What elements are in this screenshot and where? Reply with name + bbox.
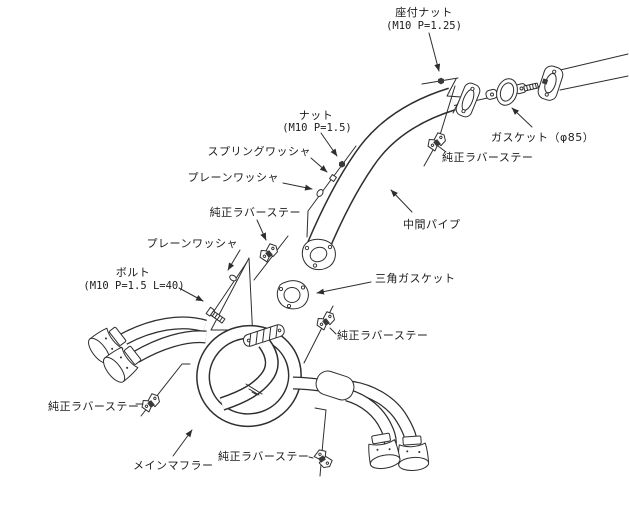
- label-spring-washer: スプリングワッシャ: [208, 144, 312, 158]
- label-stay-mid: 純正ラバーステー: [210, 206, 301, 219]
- rubber-stay-bottom: [312, 446, 335, 471]
- left-branch-pipes: [120, 316, 207, 363]
- label-seat-nut: 座付ナット: [395, 5, 453, 19]
- main-muffler: [84, 316, 430, 472]
- label-nut: ナット: [299, 109, 334, 122]
- label-stay-left: 純正ラバーステー: [48, 400, 139, 413]
- mating-pipe-lower-edge: [559, 75, 629, 91]
- fastener-rod: [306, 145, 357, 238]
- rubber-stay-right: [313, 309, 338, 332]
- leader-bolt: [178, 287, 204, 302]
- stay-bottom-group: [312, 407, 335, 477]
- leader-plain-washer-lower: [227, 249, 241, 271]
- intermediate-pipe-bottom-flange: [301, 238, 336, 271]
- stay-rod-mid: [253, 235, 289, 281]
- label-main-muffler: メインマフラー: [133, 459, 214, 472]
- leader-stay-right: [329, 327, 337, 335]
- leader-main-muffler: [172, 429, 193, 457]
- loop-pipe: [196, 324, 302, 428]
- leader-seat-nut: [428, 32, 441, 72]
- muffler-inlet-flange: [242, 324, 285, 347]
- stay-mid-group: [253, 235, 289, 281]
- label-bolt: ボルト: [116, 266, 151, 279]
- pipe-crossing-hatch: [245, 383, 263, 396]
- rubber-stay-top: [424, 130, 449, 153]
- intermediate-pipe-assembly: [306, 53, 629, 252]
- label-plain-washer-lower: プレーンワッシャ: [147, 237, 238, 250]
- bracket-and-bolt: [205, 257, 253, 331]
- label-nut-spec: (M10 P=1.5): [282, 122, 352, 134]
- bolt-rod: [213, 261, 248, 312]
- leader-triangle-gasket: [316, 281, 372, 295]
- stay-right-group: [303, 305, 338, 364]
- triangle-gasket: [276, 280, 309, 310]
- label-intermediate-pipe: 中間パイプ: [403, 218, 461, 231]
- nut: [339, 160, 345, 168]
- label-seat-nut-spec: (M10 P=1.25): [386, 20, 462, 32]
- intermediate-pipe-top-flange: [455, 82, 481, 118]
- spring-washer: [329, 174, 337, 182]
- inlet-pipe: [219, 338, 279, 411]
- bolt: [205, 306, 226, 324]
- tail-tip-right-rear: [396, 434, 430, 472]
- seat-nut: [438, 77, 444, 85]
- plain-washer-upper: [316, 189, 324, 197]
- leader-gasket-85: [511, 107, 533, 128]
- label-stay-top: 純正ラバーステー: [442, 151, 533, 164]
- stay-rod-top: [423, 85, 456, 167]
- label-stay-right: 純正ラバーステー: [337, 329, 428, 342]
- label-stay-bottom: 純正ラバーステー: [218, 450, 309, 463]
- labels: 座付ナット (M10 P=1.25) ナット (M10 P=1.5) スプリング…: [48, 5, 594, 472]
- leader-intermediate-pipe: [390, 189, 413, 213]
- leader-stay-top: [437, 145, 447, 153]
- mating-pipe-upper-edge: [555, 53, 629, 72]
- label-gasket-85: ガスケット（φ85）: [491, 131, 594, 144]
- plain-washer-lower: [229, 274, 237, 282]
- rubber-stay-left: [138, 391, 163, 414]
- leader-nut: [320, 132, 338, 157]
- label-bolt-spec: (M10 P=1.5 L=40): [83, 280, 184, 292]
- leader-plain-washer-upper: [282, 182, 313, 191]
- leader-spring-washer: [310, 157, 328, 173]
- resonator: [292, 370, 355, 401]
- leader-stay-mid: [256, 219, 267, 241]
- leader-stay-bottom: [308, 456, 314, 459]
- label-plain-washer-upper: プレーンワッシャ: [188, 171, 279, 184]
- mating-flange: [537, 65, 564, 101]
- leader-lines: [135, 32, 533, 459]
- intermediate-pipe: [306, 87, 456, 252]
- stud-bolt: [523, 82, 539, 92]
- gasket-85: [485, 78, 527, 106]
- label-triangle-gasket: 三角ガスケット: [375, 272, 456, 285]
- stay-left-group: [138, 363, 191, 417]
